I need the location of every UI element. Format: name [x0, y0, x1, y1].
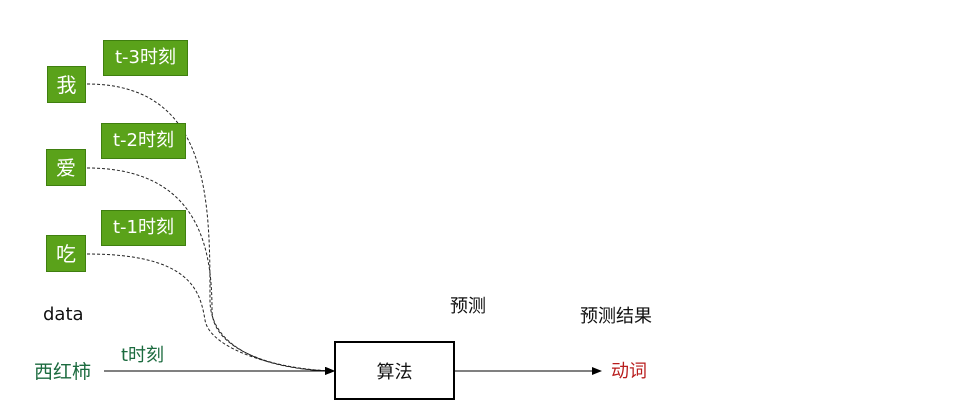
time-label-t-3: t-3时刻 [103, 40, 188, 76]
word-box-ai: 爱 [46, 149, 86, 186]
word-box-wo: 我 [47, 66, 86, 103]
time-label-t-2: t-2时刻 [101, 123, 186, 159]
data-label: data [43, 304, 84, 325]
dashed-connector-t-2 [86, 167, 335, 375]
predict-label: 预测 [450, 296, 486, 317]
time-label-t-1: t-1时刻 [101, 210, 186, 246]
word-box-chi: 吃 [46, 235, 86, 272]
current-time-label: t时刻 [121, 345, 165, 366]
result-title: 预测结果 [580, 306, 652, 327]
result-value: 动词 [611, 361, 647, 382]
algorithm-label: 算法 [376, 361, 413, 383]
algorithm-box: 算法 [334, 341, 455, 400]
current-word-label: 西红柿 [34, 361, 92, 383]
